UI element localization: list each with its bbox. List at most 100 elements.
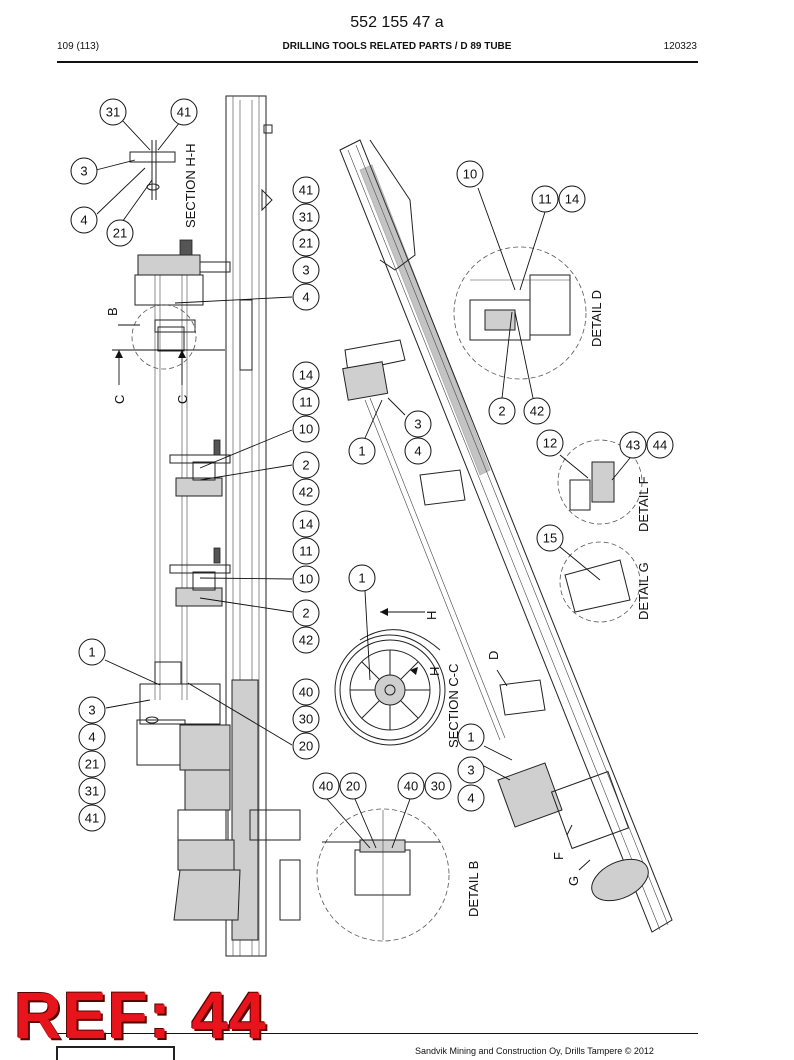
svg-text:2: 2 (302, 606, 309, 621)
svg-text:41: 41 (299, 183, 313, 198)
callout-1-section-cc: 1 (348, 564, 376, 592)
section-c-marks (112, 324, 225, 385)
callout-20-detail-b: 20 (339, 772, 367, 800)
mark-b-label: B (105, 307, 120, 316)
svg-text:21: 21 (299, 236, 313, 251)
svg-text:4: 4 (302, 290, 309, 305)
callout-44-detail-f: 44 (646, 431, 674, 459)
svg-text:40: 40 (319, 779, 333, 794)
callout-11-detail-d: 11 (531, 185, 559, 213)
svg-text:3: 3 (80, 164, 87, 179)
svg-text:4: 4 (80, 213, 87, 228)
callout-15-detail-g: 15 (536, 524, 564, 552)
svg-text:15: 15 (543, 531, 557, 546)
middle-bracket-lower (169, 547, 231, 607)
callout-11-lower: 11 (292, 537, 320, 565)
section-cc-label: SECTION C-C (446, 664, 461, 749)
callout-2-detail-d: 2 (488, 397, 516, 425)
callout-31-stack: 31 (292, 203, 320, 231)
svg-text:21: 21 (85, 757, 99, 772)
callout-1-left: 1 (78, 638, 106, 666)
callout-4-lower-diag: 4 (457, 784, 485, 812)
middle-bracket-upper (169, 439, 231, 497)
callout-30-mid: 30 (292, 705, 320, 733)
callout-2-lower: 2 (292, 599, 320, 627)
footer-credit: Sandvik Mining and Construction Oy, Dril… (415, 1046, 654, 1056)
callout-4-diag: 4 (404, 437, 432, 465)
callout-2-upper: 2 (292, 451, 320, 479)
callout-3-diag: 3 (404, 410, 432, 438)
svg-text:21: 21 (113, 226, 127, 241)
section-cc-wheel (334, 608, 446, 746)
callout-3-lower-diag: 3 (457, 756, 485, 784)
callout-10-upper: 10 (292, 415, 320, 443)
callout-21-hh: 21 (106, 219, 134, 247)
svg-text:41: 41 (85, 811, 99, 826)
callout-43-detail-f: 43 (619, 431, 647, 459)
callout-41-left: 41 (78, 804, 106, 832)
detail-f-content (569, 461, 615, 511)
callout-4-hh: 4 (70, 206, 98, 234)
callout-40-mid: 40 (292, 678, 320, 706)
svg-text:4: 4 (88, 730, 95, 745)
callout-14-upper: 14 (292, 361, 320, 389)
callout-10-lower: 10 (292, 565, 320, 593)
top-motor (131, 239, 231, 370)
callout-1-diag: 1 (348, 437, 376, 465)
callout-41-stack: 41 (292, 176, 320, 204)
callout-41-top: 41 (170, 98, 198, 126)
svg-text:31: 31 (106, 105, 120, 120)
svg-text:1: 1 (467, 730, 474, 745)
callout-21-left: 21 (78, 750, 106, 778)
date-code: 120323 (663, 41, 697, 52)
document-number: 552 155 47 a (350, 14, 444, 31)
callout-4-stack: 4 (292, 283, 320, 311)
diagonal-boom-assembly (339, 139, 673, 933)
detail-b-label: DETAIL B (466, 861, 481, 917)
callout-40-detail-b-right: 40 (397, 772, 425, 800)
detail-d-content (469, 274, 571, 341)
detail-b-circle (316, 808, 450, 942)
callout-31-top: 31 (99, 98, 127, 126)
mark-h-lower-label: H (427, 667, 442, 676)
callout-40-detail-b-left: 40 (312, 772, 340, 800)
svg-text:14: 14 (565, 192, 579, 207)
svg-text:10: 10 (299, 422, 313, 437)
svg-text:20: 20 (299, 739, 313, 754)
svg-text:2: 2 (302, 458, 309, 473)
header-rule (57, 61, 698, 63)
svg-text:1: 1 (358, 444, 365, 459)
callout-11-upper: 11 (292, 388, 320, 416)
leader-lines (95, 119, 631, 871)
svg-text:3: 3 (414, 417, 421, 432)
callout-10-detail-d: 10 (456, 160, 484, 188)
section-hh-label: SECTION H-H (183, 144, 198, 229)
svg-text:44: 44 (653, 438, 667, 453)
svg-text:10: 10 (299, 572, 313, 587)
callout-14-detail-d: 14 (558, 185, 586, 213)
svg-text:3: 3 (302, 263, 309, 278)
callout-20-mid: 20 (292, 732, 320, 760)
svg-text:20: 20 (346, 779, 360, 794)
svg-text:11: 11 (538, 192, 552, 207)
callout-42-upper: 42 (292, 478, 320, 506)
callout-42-detail-d: 42 (523, 397, 551, 425)
detail-d-circle (453, 246, 587, 380)
detail-b-content (322, 810, 440, 940)
svg-text:3: 3 (88, 703, 95, 718)
detail-g-circle (559, 541, 641, 623)
ref-stamp: REF: 44 (14, 978, 267, 1052)
svg-text:12: 12 (543, 436, 557, 451)
callout-3-left: 3 (78, 696, 106, 724)
mark-g-label: G (566, 876, 581, 886)
svg-text:42: 42 (530, 404, 544, 419)
svg-text:31: 31 (85, 784, 99, 799)
mark-c-right-label: C (175, 395, 190, 404)
svg-text:42: 42 (299, 633, 313, 648)
detail-f-circle (557, 439, 643, 525)
mark-f-label: F (551, 852, 566, 860)
callout-3-hh: 3 (70, 157, 98, 185)
svg-text:2: 2 (498, 404, 505, 419)
callout-4-left: 4 (78, 723, 106, 751)
